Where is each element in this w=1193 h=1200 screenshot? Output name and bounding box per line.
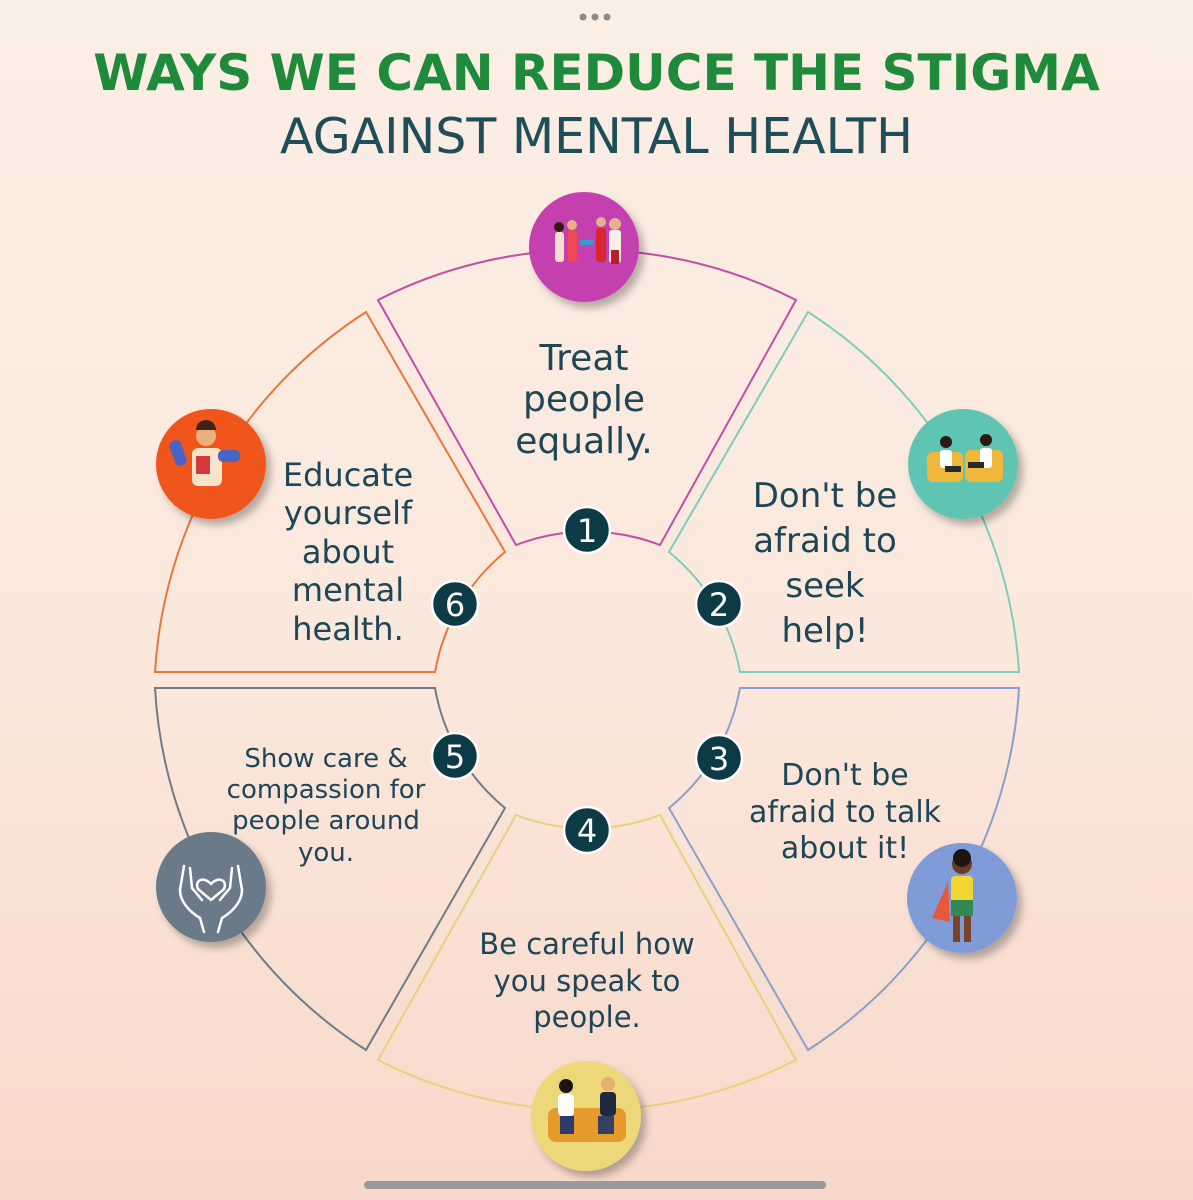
badge-2: 2 (694, 579, 744, 629)
badge-1-number: 1 (577, 512, 597, 550)
badge-4-number: 4 (577, 812, 597, 850)
hands-heart-icon (156, 832, 266, 942)
badge-2-number: 2 (709, 586, 729, 624)
badge-6-number: 6 (445, 586, 465, 624)
therapy-figures (927, 434, 1003, 482)
people-figures (554, 217, 621, 264)
badge-6: 6 (430, 579, 480, 629)
friends-figures (548, 1077, 626, 1142)
title-line-2: AGAINST MENTAL HEALTH (280, 108, 913, 165)
badge-5-number: 5 (445, 738, 465, 776)
standing-figure (932, 849, 973, 942)
badge-3: 3 (694, 733, 744, 783)
badge-3-number: 3 (709, 740, 729, 778)
title-line-1: WAYS WE CAN REDUCE THE STIGMA (93, 44, 1100, 102)
hands-heart-drawing (178, 864, 244, 934)
more-options-icon[interactable] (577, 10, 617, 24)
badge-4: 4 (562, 805, 612, 855)
badge-5: 5 (430, 731, 480, 781)
home-indicator-bar[interactable] (364, 1181, 826, 1189)
reading-figure (169, 420, 240, 486)
badge-1: 1 (562, 505, 612, 555)
